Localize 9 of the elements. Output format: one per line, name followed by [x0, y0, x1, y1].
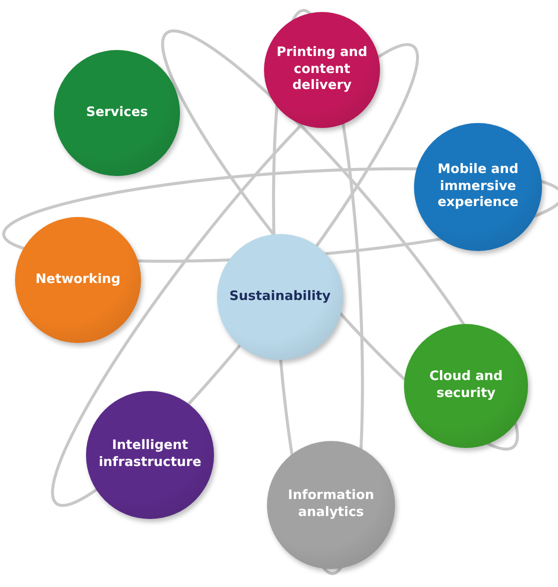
topic-label: Mobile and immersive experience	[436, 162, 520, 212]
topic-label: Information analytics	[286, 488, 376, 522]
topic-label: Sustainability	[229, 288, 331, 306]
topic-circle	[15, 217, 141, 343]
topic-label: Services	[86, 104, 148, 122]
topic-label: Intelligent infrastructure	[98, 438, 202, 472]
topic-label: Printing and content delivery	[276, 44, 368, 96]
topic-label: Networking	[36, 272, 120, 288]
topic-label: Cloud and security	[428, 369, 504, 403]
